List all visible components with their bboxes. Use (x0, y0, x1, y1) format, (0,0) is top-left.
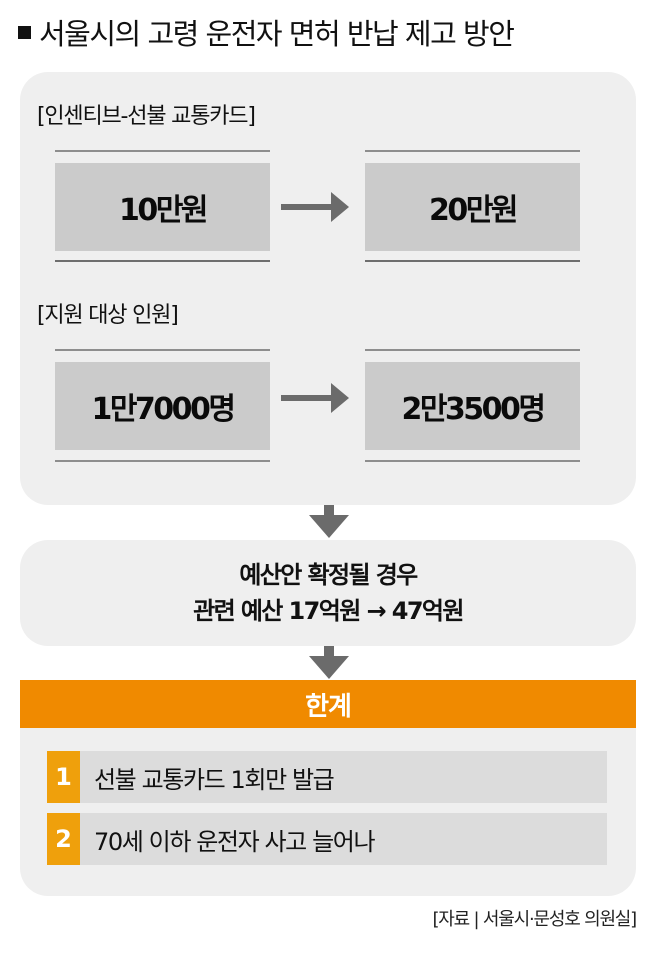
limit-number-badge: 2 (47, 813, 80, 865)
limits-header: 한계 (20, 680, 636, 728)
budget-panel: 예산안 확정될 경우 관련 예산 17억원 → 47억원 (20, 540, 636, 646)
divider-line (365, 460, 580, 462)
limit-text: 70세 이하 운전자 사고 늘어나 (94, 827, 376, 856)
target-from-value: 1만7000명 (55, 362, 270, 450)
down-arrow-icon (309, 505, 349, 538)
source-credit: [자료 | 서울시·문성호 의원실] (432, 909, 637, 930)
divider-line (55, 150, 270, 152)
limit-item: 2 70세 이하 운전자 사고 늘어나 (47, 813, 607, 865)
divider-line (365, 150, 580, 152)
divider-line (365, 260, 580, 262)
right-arrow-icon (281, 383, 349, 413)
limit-item: 1 선불 교통카드 1회만 발급 (47, 751, 607, 803)
title-text: 서울시의 고령 운전자 면허 반납 제고 방안 (39, 17, 515, 51)
down-arrow-icon (309, 646, 349, 679)
limit-text: 선불 교통카드 1회만 발급 (94, 765, 335, 794)
divider-line (55, 349, 270, 351)
right-arrow-icon (281, 192, 349, 222)
target-to-value: 2만3500명 (365, 362, 580, 450)
incentive-to-value: 20만원 (365, 163, 580, 251)
incentive-section-label: [인센티브-선불 교통카드] (37, 104, 256, 129)
budget-line-1: 예산안 확정될 경우 (239, 561, 418, 589)
divider-line (55, 460, 270, 462)
infographic-title: 서울시의 고령 운전자 면허 반납 제고 방안 (18, 8, 515, 56)
limit-number-badge: 1 (47, 751, 80, 803)
divider-line (55, 260, 270, 262)
budget-line-2: 관련 예산 17억원 → 47억원 (193, 597, 464, 625)
divider-line (365, 349, 580, 351)
target-section-label: [지원 대상 인원] (37, 303, 179, 328)
incentive-from-value: 10만원 (55, 163, 270, 251)
title-bullet-square (18, 25, 31, 39)
